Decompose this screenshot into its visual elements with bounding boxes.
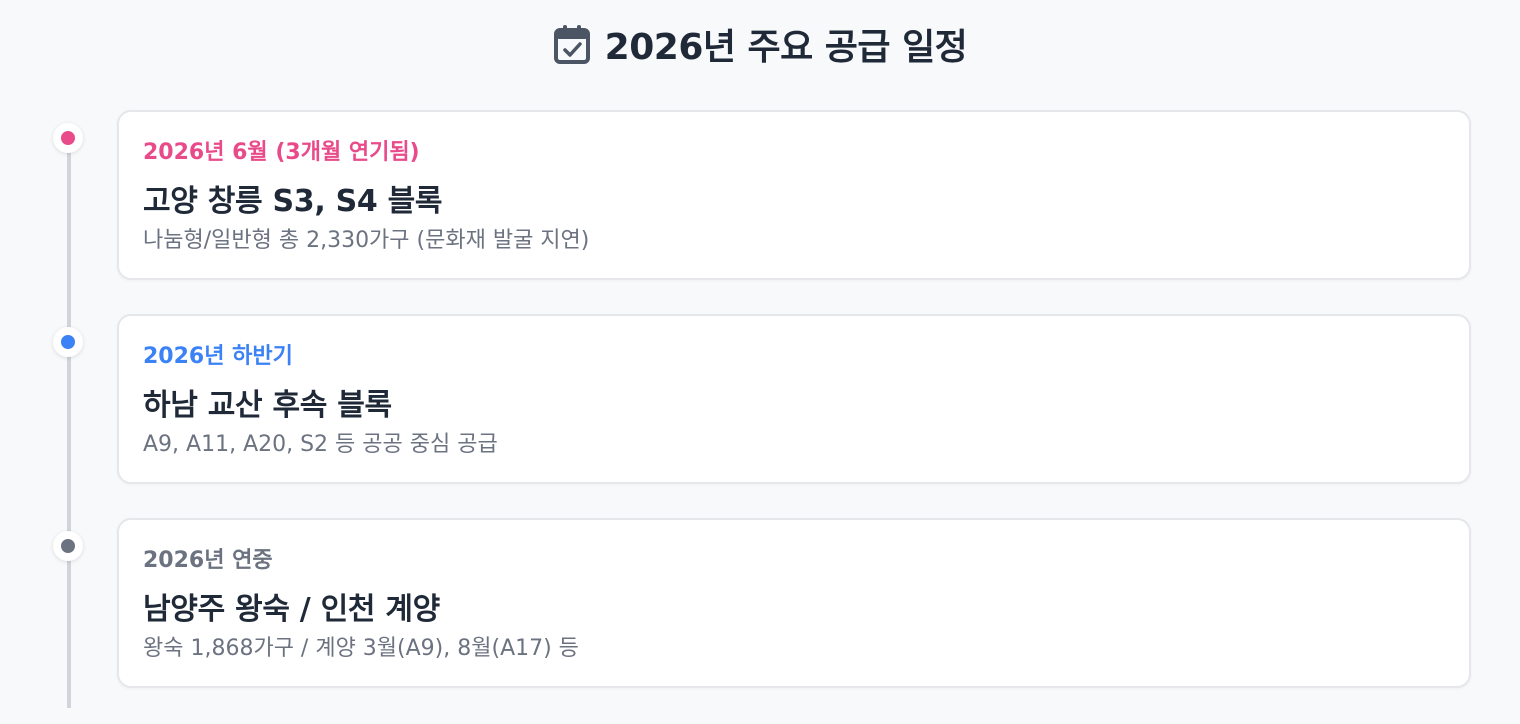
timeline-title: 남양주 왕숙 / 인천 계양 xyxy=(143,592,440,627)
timeline-dot xyxy=(53,531,83,561)
timeline-description: 나눔형/일반형 총 2,330가구 (문화재 발굴 지연) xyxy=(143,228,590,253)
timeline-date: 2026년 연중 xyxy=(143,548,273,573)
timeline-description: 왕숙 1,868가구 / 계양 3월(A9), 8월(A17) 등 xyxy=(143,636,579,661)
calendar-check-icon xyxy=(553,23,591,65)
timeline-dot xyxy=(53,327,83,357)
timeline-description: A9, A11, A20, S2 등 공공 중심 공급 xyxy=(143,432,498,457)
timeline-dot xyxy=(53,123,83,153)
timeline-date: 2026년 하반기 xyxy=(143,344,293,369)
timeline-date: 2026년 6월 (3개월 연기됨) xyxy=(143,140,420,165)
page-title: 2026년 주요 공급 일정 xyxy=(604,27,968,68)
timeline-card: 2026년 하반기 하남 교산 후속 블록 A9, A11, A20, S2 등… xyxy=(117,314,1471,484)
timeline-title: 고양 창릉 S3, S4 블록 xyxy=(143,184,443,219)
header: 2026년 주요 공급 일정 xyxy=(0,18,1520,70)
timeline-card: 2026년 6월 (3개월 연기됨) 고양 창릉 S3, S4 블록 나눔형/일… xyxy=(117,110,1471,280)
timeline-line xyxy=(67,138,71,708)
timeline-title: 하남 교산 후속 블록 xyxy=(143,388,392,423)
timeline-card: 2026년 연중 남양주 왕숙 / 인천 계양 왕숙 1,868가구 / 계양 … xyxy=(117,518,1471,688)
